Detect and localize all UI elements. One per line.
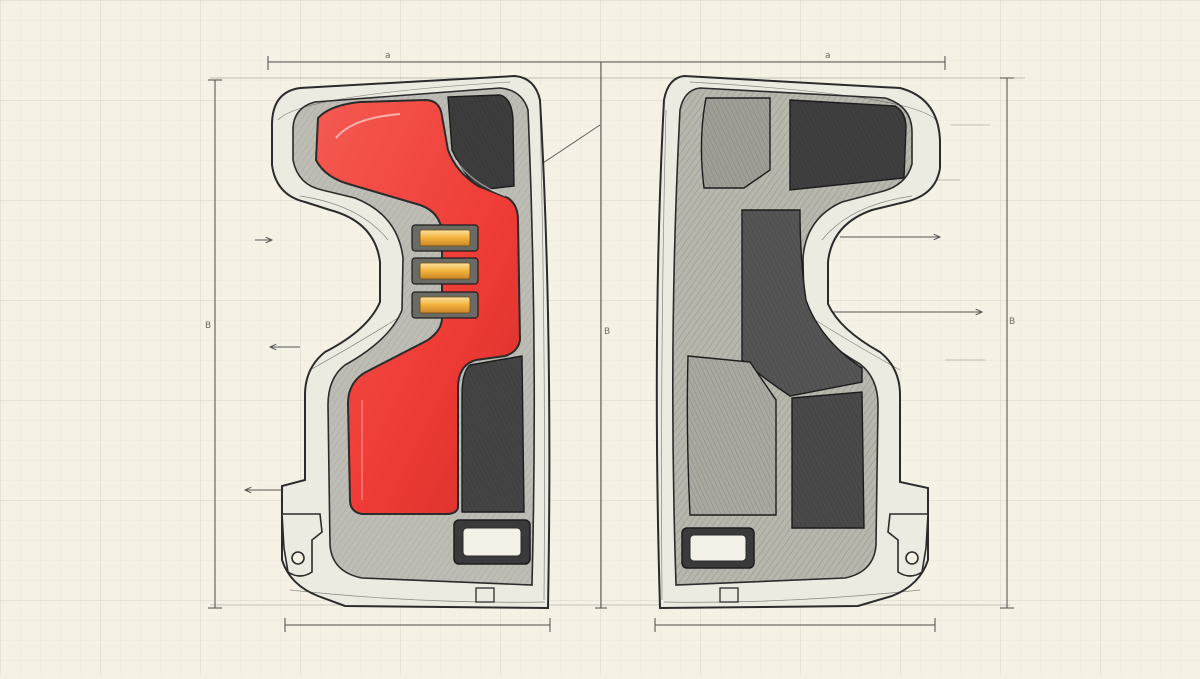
right-mounting-hole (905, 551, 919, 565)
dimension-mark-left: B (205, 321, 211, 331)
left-mounting-hole (291, 551, 305, 565)
left-reverse-lamp-lens (462, 527, 522, 557)
left-amber-strip-group (411, 224, 479, 319)
amber-strip-light (419, 262, 471, 280)
amber-strip-light (419, 229, 471, 247)
dimension-mark-top-right: a (825, 51, 831, 61)
dimension-lines (208, 56, 1025, 632)
right-bottom-clip (719, 587, 739, 603)
dimension-mark-top-left: a (385, 51, 391, 61)
left-bottom-clip (475, 587, 495, 603)
amber-strip-light (419, 296, 471, 314)
right-reverse-lamp-lens (689, 534, 747, 562)
callout-arrows (245, 237, 982, 490)
dimension-mark-center: B (604, 327, 610, 337)
dimension-mark-right: B (1009, 317, 1015, 327)
right-taillight-inner-view (655, 74, 941, 610)
